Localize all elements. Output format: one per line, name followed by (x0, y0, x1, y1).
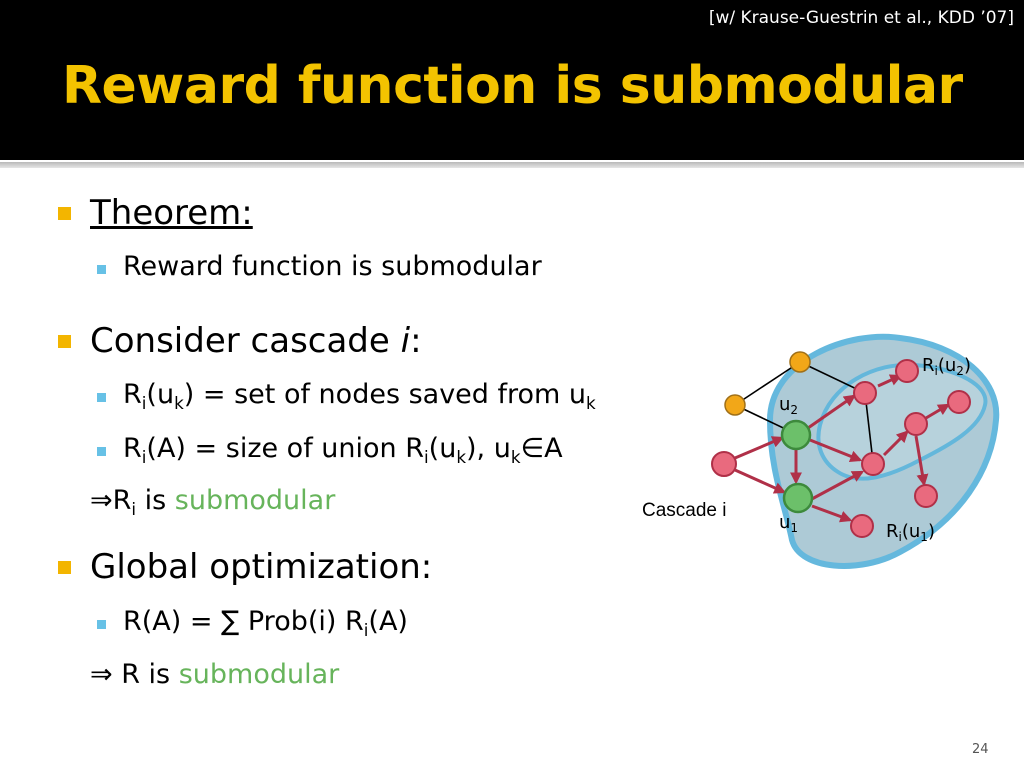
text-part: (u (428, 433, 457, 464)
theorem-heading: Theorem: (90, 193, 253, 233)
r-symbol: R (112, 485, 132, 516)
cascade-heading: Consider cascade i: (90, 321, 422, 361)
text-part: ), u (466, 433, 511, 464)
text-part: ) = set of nodes saved from u (183, 379, 587, 410)
cascade-conclusion: ⇒Ri is submodular (90, 485, 336, 519)
text-part: (A) = size of union R (146, 433, 424, 464)
subscript: i (424, 446, 429, 467)
text-part: R is (112, 659, 179, 690)
header-band (0, 0, 1024, 160)
text-part: A (544, 433, 563, 464)
slide-number: 24 (972, 742, 989, 757)
node-red (853, 381, 877, 405)
text-part: Prob(i) R (239, 606, 364, 637)
sub-bullet-icon (97, 393, 106, 402)
sub-bullet-icon (97, 265, 106, 274)
subscript: i (141, 392, 147, 413)
subscript: i (141, 446, 147, 467)
citation: [w/ Krause-Guestrin et al., KDD ’07] (708, 8, 1014, 28)
node-start-red (711, 451, 737, 477)
r-symbol: R (123, 379, 142, 410)
submodular-highlight: submodular (174, 485, 336, 516)
global-conclusion: ⇒ R is submodular (90, 659, 339, 690)
bullet-square-icon (58, 561, 71, 574)
u2-label: u2 (779, 394, 798, 417)
theorem-statement: Reward function is submodular (123, 251, 542, 282)
subscript: i (363, 619, 369, 640)
node-orange (724, 394, 746, 416)
text-part: R(A) = (123, 606, 222, 637)
text-part: is (136, 485, 175, 516)
text-part: (u (146, 379, 175, 410)
u1-label: u1 (779, 512, 798, 535)
implies-arrow-icon: ⇒ (90, 485, 113, 516)
global-formula: R(A) = ∑ Prob(i) Ri(A) (123, 606, 408, 640)
node-red (861, 452, 885, 476)
node-u1 (782, 482, 814, 514)
reward-u1-label: Ri(u1) (886, 521, 935, 544)
subscript: k (456, 446, 467, 467)
sum-symbol: ∑ (221, 606, 240, 637)
implies-arrow-icon: ⇒ (90, 659, 113, 690)
cascade-heading-var: i (400, 321, 411, 361)
subscript: k (510, 446, 521, 467)
r-symbol: R (123, 433, 142, 464)
sub-bullet-icon (97, 620, 106, 629)
cascade-edges (734, 374, 951, 523)
cascade-item-union-size: Ri(A) = size of union Ri(uk), uk∈A (123, 433, 563, 467)
bullet-square-icon (58, 335, 71, 348)
node-red (947, 390, 971, 414)
sub-bullet-icon (97, 447, 106, 456)
node-red (904, 412, 928, 436)
subscript: k (586, 392, 596, 413)
reward-u2-label: Ri(u2) (922, 355, 971, 378)
subscript: i (131, 498, 137, 519)
node-u2 (780, 419, 812, 451)
bullet-square-icon (58, 207, 71, 220)
submodular-highlight: submodular (178, 659, 340, 690)
cascade-heading-suffix: : (410, 321, 422, 361)
global-heading: Global optimization: (90, 547, 433, 587)
subscript: k (174, 392, 184, 413)
element-of-symbol: ∈ (520, 433, 545, 464)
node-red (850, 514, 874, 538)
text-part: (A) (368, 606, 408, 637)
node-orange (789, 351, 811, 373)
cascade-heading-prefix: Consider cascade (90, 321, 401, 361)
cascade-item-saved-nodes: Ri(uk) = set of nodes saved from uk (123, 379, 596, 413)
cascade-label: Cascade i (642, 500, 727, 521)
node-red (914, 484, 938, 508)
node-red (895, 359, 919, 383)
header-divider (0, 162, 1024, 168)
slide-title: Reward function is submodular (62, 56, 963, 116)
